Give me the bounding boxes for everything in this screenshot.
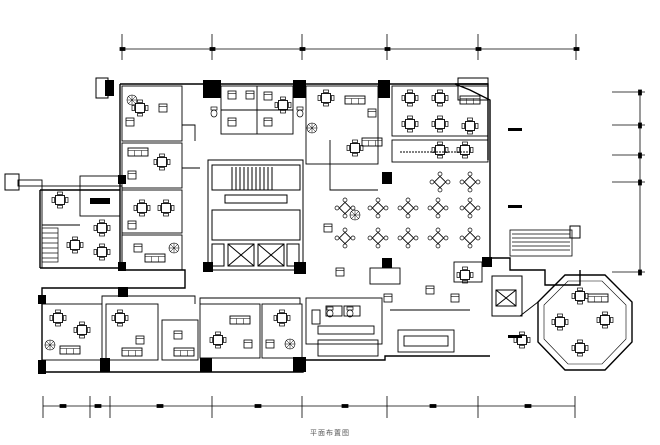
exterior-walls [39,83,581,373]
right-staircase [509,229,573,257]
dining-hall-partitions [390,261,483,353]
right-elevator [491,275,523,317]
outer-column-caps [4,77,581,239]
octagonal-dining-room [519,274,633,371]
entrance-counter [305,267,401,357]
top-middle-furniture [227,89,383,157]
accent-bars [508,128,522,338]
restaurant-dining-hall [391,85,489,163]
octagonal-room-tables [513,287,614,357]
left-office-block [121,85,200,271]
dining-tables [334,89,481,284]
right-dimension-line [612,89,645,276]
drawing-caption: 平面布置图 [310,429,350,437]
elevator-shafts [211,243,300,267]
central-core [207,159,304,271]
washroom-fixtures [210,106,354,318]
left-staircase [41,227,59,263]
top-dimension-line [119,34,580,60]
bottom-left-furniture [44,309,296,357]
bottom-dimension-line [42,396,576,418]
entrance-furniture [323,209,460,303]
top-middle-offices [220,85,379,191]
left-wing-furniture [51,191,111,261]
structural-columns [38,80,492,374]
left-office-furniture [125,94,180,263]
bottom-left-offices [41,295,303,361]
left-wing-rooms [17,175,123,269]
